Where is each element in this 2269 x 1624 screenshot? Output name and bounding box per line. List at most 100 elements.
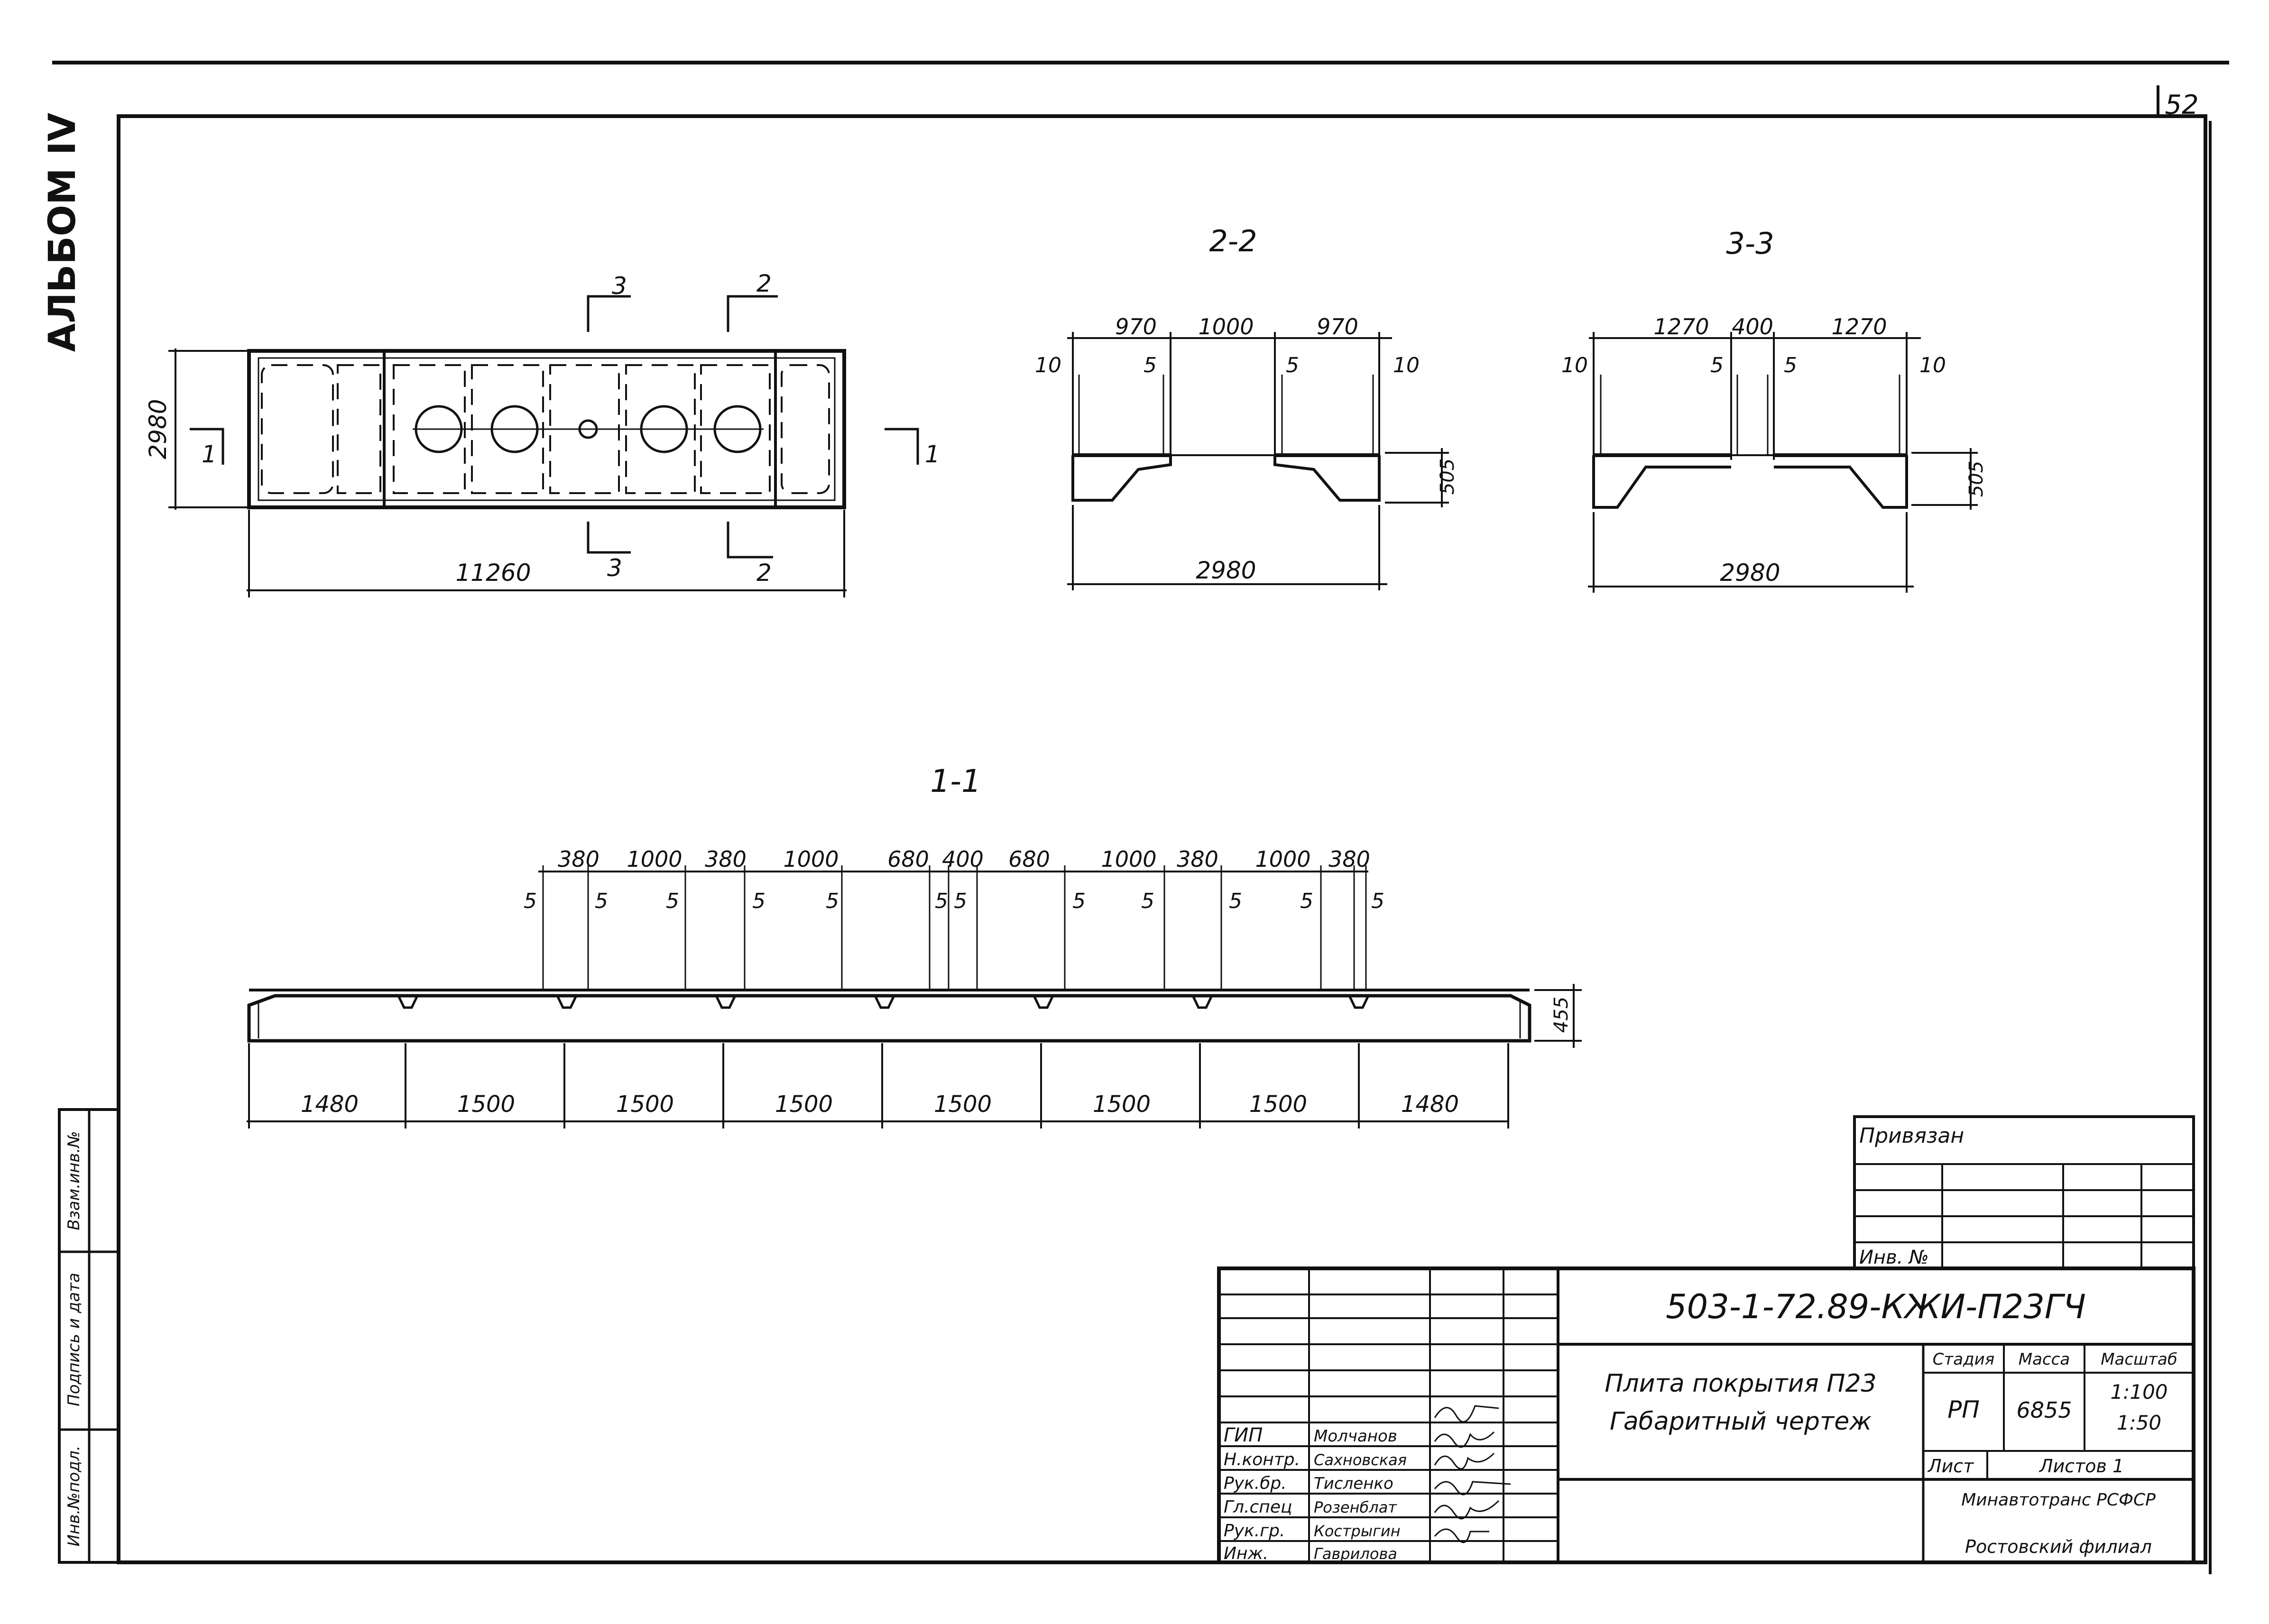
rib-notch [397,995,419,1009]
drawing-code: 503-1-72.89-КЖИ-П23ГЧ [1666,1287,2086,1326]
side-stamp-replace: Взам.инв.№ [65,1131,83,1230]
name-6: Гаврилова [1314,1545,1397,1563]
sheet-border [52,61,2229,1574]
section-1-1-ribs [248,865,1509,1129]
s11-five-6: 5 [935,889,948,913]
s11-top-7: 680 [1008,846,1050,872]
role-3: Рук.бр. [1224,1474,1287,1493]
s11-top-11: 380 [1328,846,1370,872]
s11-five-7: 5 [954,889,967,913]
s22-dim-top-2: 1000 [1198,314,1254,339]
s33-rib-right: 5 [1784,353,1797,377]
s22-rib-left: 5 [1144,353,1157,377]
role-6: Инж. [1224,1544,1268,1563]
title-block [1217,1115,2195,1564]
cut-2-bottom: 2 [756,559,772,587]
name-2: Сахновская [1314,1451,1407,1469]
rib-notch [1191,995,1213,1009]
rib-notch [1348,995,1370,1009]
s11-five-11: 5 [1300,889,1313,913]
section-3-3-title: 3-3 [1726,226,1774,261]
s11-top-6: 400 [942,846,984,872]
s22-dim-top-3: 970 [1317,314,1358,339]
plan-width-label: 2980 [144,399,172,459]
organization-1: Минавтотранс РСФСР [1961,1490,2156,1510]
s11-bottom-1: 1480 [301,1091,359,1118]
role-1: ГИП [1224,1424,1263,1446]
s11-top-4: 1000 [783,846,839,872]
plan-length-label: 11260 [455,559,531,587]
section-1-1-rib-dims: 5 5 5 5 5 5 5 5 5 5 5 5 [524,889,1384,913]
s33-height: 505 [1965,461,1987,497]
s11-bottom-6: 1500 [1093,1091,1151,1118]
s11-five-10: 5 [1229,889,1242,913]
section-1-1-title: 1-1 [930,763,981,799]
organization-2: Ростовский филиал [1965,1536,2152,1557]
s11-height: 455 [1550,997,1572,1033]
s22-bottom: 2980 [1196,557,1256,584]
drawing-name-line2: Габаритный чертеж [1610,1407,1872,1436]
s11-bottom-5: 1500 [934,1091,992,1118]
s33-rib-left: 5 [1710,353,1724,377]
scale-value-1: 1:100 [2110,1380,2168,1404]
scale-value-2: 1:50 [2117,1411,2161,1434]
s11-five-1: 5 [524,889,537,913]
s22-height: 505 [1437,459,1458,495]
rib-notch [874,995,895,1009]
s11-bottom-2: 1500 [457,1091,515,1118]
s11-top-1: 380 [558,846,600,872]
s11-five-3: 5 [666,889,679,913]
inv-label: Инв. № [1859,1247,1929,1268]
side-stamp-inv: Инв.№подл. [65,1446,83,1547]
s11-five-4: 5 [752,889,766,913]
s22-edge-right: 10 [1393,353,1420,377]
s11-top-3: 380 [705,846,747,872]
section-2-2-drawing [1067,332,1449,590]
side-stamp [58,1108,120,1564]
s11-top-9: 380 [1177,846,1218,872]
mass-header: Масса [2019,1350,2070,1369]
rib-notch [715,995,737,1009]
s33-dim-top-3: 1270 [1831,314,1887,339]
s33-bottom: 2980 [1720,559,1780,587]
stage-value: РП [1947,1396,1980,1423]
section-1-1-bottom-dims: 1480 1500 1500 1500 1500 1500 1500 1480 [301,1091,1459,1118]
section-1-1-top-dims: 380 1000 380 1000 680 400 680 1000 380 1… [558,846,1370,872]
s33-edge-right: 10 [1919,353,1946,377]
mass-value: 6855 [2016,1397,2072,1423]
s11-five-5: 5 [826,889,839,913]
cut-3-top: 3 [612,272,627,300]
signature-roles: ГИП Н.контр. Рук.бр. Гл.спец Рук.гр. Инж… [1224,1424,1300,1563]
cut-1-left: 1 [202,440,217,468]
s11-five-9: 5 [1141,889,1154,913]
rib-notch [556,995,578,1009]
s33-dim-top-1: 1270 [1653,314,1709,339]
drawing-name-line1: Плита покрытия П23 [1605,1369,1876,1398]
signature-names: Молчанов Сахновская Тисленко Розенблат К… [1314,1427,1407,1563]
s11-top-5: 680 [887,846,929,872]
role-2: Н.контр. [1224,1450,1300,1469]
sheet-label: Лист [1927,1456,1974,1477]
cut-3-bottom: 3 [607,554,622,582]
s22-rib-right: 5 [1286,353,1299,377]
s11-bottom-8: 1480 [1401,1091,1459,1118]
s11-bottom-7: 1500 [1249,1091,1307,1118]
s33-dim-top-2: 400 [1732,314,1773,339]
name-3: Тисленко [1314,1474,1393,1493]
name-4: Розенблат [1314,1498,1397,1516]
s11-five-8: 5 [1072,889,1086,913]
section-1-1-drawing [247,871,1582,1122]
album-label: АЛЬБОМ IV [41,113,84,352]
page-number: 52 [2165,90,2198,120]
s11-bottom-3: 1500 [616,1091,674,1118]
section-2-2-title: 2-2 [1209,224,1257,258]
side-stamp-sign: Подпись и дата [65,1273,83,1406]
scale-header: Масштаб [2101,1350,2177,1369]
role-5: Рук.гр. [1224,1521,1285,1541]
rib-notch [1033,995,1054,1009]
s22-edge-left: 10 [1035,353,1061,377]
s11-top-2: 1000 [627,846,682,872]
role-4: Гл.спец [1224,1497,1292,1517]
name-5: Кострыгин [1314,1522,1401,1540]
